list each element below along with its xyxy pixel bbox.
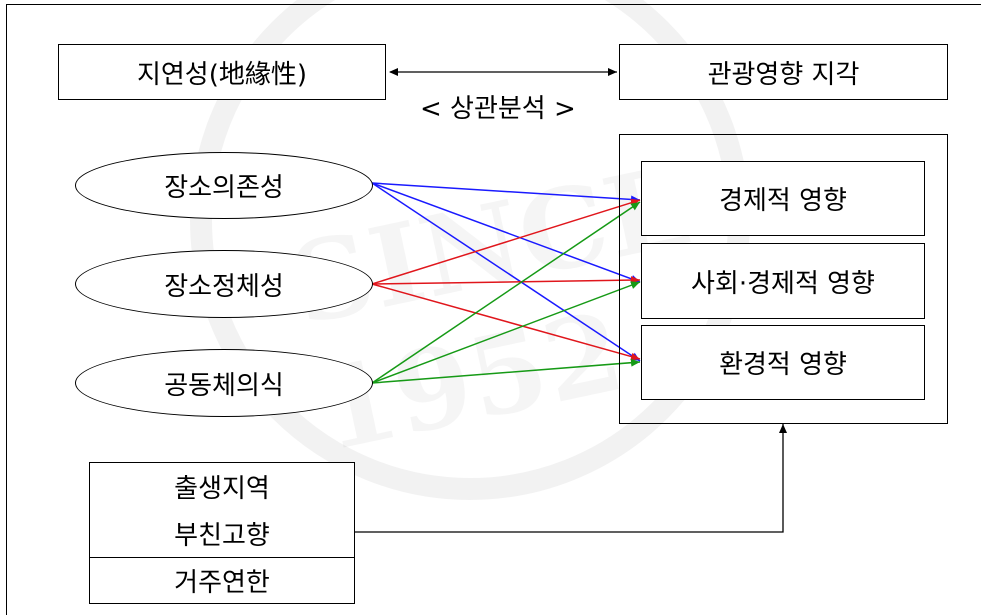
arrow-factor2-impact2 — [371, 276, 641, 285]
impact-environmental-box: 환경적 영향 — [641, 325, 925, 400]
control-father-hometown-box: 부친고향 — [89, 510, 355, 558]
control-birthplace-label: 출생지역 — [174, 474, 270, 504]
factor-community-sense-label: 공동체의식 — [164, 370, 284, 401]
factor-place-identity-label: 장소정체성 — [164, 271, 284, 302]
arrow-factor2-impact1 — [371, 198, 641, 285]
impact-environmental-label: 환경적 영향 — [719, 350, 847, 380]
control-residence-years-box: 거주연한 — [89, 557, 355, 604]
factor-place-dependence-ellipse: 장소의존성 — [75, 152, 373, 219]
arrow-factor3-impact3 — [371, 358, 641, 384]
tourism-impact-perception-label: 관광영향 지각 — [707, 59, 860, 90]
factor-community-sense-ellipse: 공동체의식 — [75, 349, 373, 417]
arrow-factor3-impact2 — [371, 281, 641, 384]
regional-attachment-box: 지연성(地緣性) — [58, 44, 386, 100]
impact-socioeconomic-box: 사회·경제적 영향 — [641, 243, 925, 319]
correlation-analysis-label: < 상관분석 > — [420, 94, 576, 124]
impact-container — [619, 134, 948, 424]
impact-economic-label: 경제적 영향 — [719, 186, 847, 216]
control-father-hometown-label: 부친고향 — [174, 521, 270, 551]
factor-place-dependence-label: 장소의존성 — [164, 173, 284, 203]
impact-economic-box: 경제적 영향 — [641, 161, 925, 236]
impact-socioeconomic-label: 사회·경제적 영향 — [691, 268, 875, 299]
arrow-factor1-impact1 — [371, 182, 641, 204]
arrow-factor1-impact2 — [371, 182, 641, 283]
control-birthplace-box: 출생지역 — [89, 462, 355, 511]
regional-attachment-label: 지연성(地緣性) — [136, 59, 308, 90]
outer-frame — [6, 4, 981, 615]
factor-place-identity-ellipse: 장소정체성 — [75, 250, 373, 318]
arrow-factor3-impact1 — [371, 201, 641, 384]
arrow-factor1-impact3 — [371, 182, 641, 362]
control-residence-years-label: 거주연한 — [174, 568, 270, 598]
tourism-impact-perception-box: 관광영향 지각 — [619, 44, 948, 100]
arrow-factor2-impact3 — [371, 283, 641, 361]
control-connector-arrow — [354, 424, 787, 533]
